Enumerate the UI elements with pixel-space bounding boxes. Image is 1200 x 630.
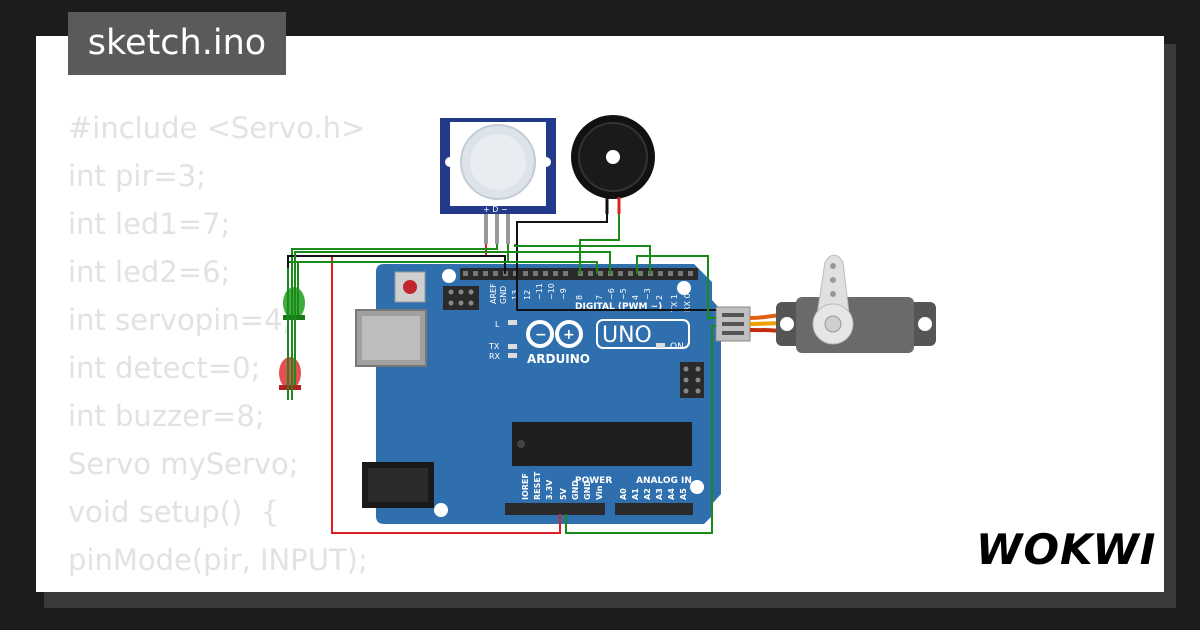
pin-label: 12 [523,290,532,300]
pin-label: A3 [655,488,664,500]
code-line: #include <Servo.h> [68,111,366,145]
pin-label: TX 1 [670,294,679,313]
pin-label: A2 [643,488,652,500]
code-line: int led1=7; [68,207,231,241]
wire-pir-signal [291,244,498,400]
pin-label: 8 [575,295,584,300]
pin-label: ~3 [643,288,652,300]
code-preview: #include <Servo.h> int pir=3; int led1=7… [68,104,424,592]
tx-led-label: TX [488,342,500,351]
svg-text:+: + [563,327,575,343]
wire-servo-power [565,325,716,534]
wire-led1 [297,261,598,315]
code-line: int pir=3; [68,159,206,193]
pir-sensor[interactable]: + D − [440,118,556,244]
on-led-label: ON [670,342,684,352]
pin-label: A4 [667,488,676,500]
code-line: void setup() { [68,495,280,529]
pin-label: GND [499,286,508,304]
rx-led-label: RX [489,352,501,361]
pin-label: A5 [679,488,688,500]
board-maker: ARDUINO [527,352,590,366]
svg-text:−: − [535,327,547,343]
power-label: POWER [575,476,612,486]
code-line: int buzzer=8; [68,399,265,433]
code-line: int detect=0; [68,351,261,385]
wokwi-logo: WOKWI [976,525,1157,574]
l-led-label: L [495,320,500,329]
pin-label: ~6 [607,288,616,300]
arduino-uno-board[interactable]: − + UNO ARDUINO DIGITAL (PWM ~) POWER AN… [355,264,721,524]
pin-label: 3.3V [545,479,554,500]
pir-pin-labels: + D − [483,205,508,214]
pin-label: RESET [533,471,542,500]
wire-buzzer-gnd [516,214,716,311]
pin-label: Vin [595,485,604,500]
pin-label: A0 [619,488,628,500]
wire-5v [331,244,561,534]
analog-label: ANALOG IN [636,476,692,486]
pin-label: 13 [511,290,520,300]
red-led[interactable] [279,357,301,390]
pin-label: RX 0 [683,293,692,312]
pin-label: ~9 [559,288,568,300]
pin-label: GND [583,480,592,500]
sketch-title-tag: sketch.ino [68,12,286,75]
wire-buzzer [579,214,620,274]
pin-label: ~10 [547,283,556,300]
pin-label: 2 [655,295,664,300]
pin-label: ~5 [619,288,628,300]
wire-pir-data [514,244,651,274]
pin-label: 7 [595,295,604,300]
pin-label: 4 [631,295,640,300]
wire-led2 [294,251,611,385]
code-line: pinMode(led1, OUTPUT); [68,584,424,592]
wire-led-gnd [287,255,506,274]
wire-servo-signal [636,255,716,319]
pin-label: GND [571,480,580,500]
buzzer[interactable] [571,115,655,214]
pin-label: IOREF [521,473,530,500]
pin-label: ~11 [535,283,544,300]
pin-label: AREF [489,283,498,304]
digital-label: DIGITAL (PWM ~) [575,302,662,312]
code-line: pinMode(pir, INPUT); [68,543,368,577]
board-name: UNO [602,323,652,348]
code-line: int led2=6; [68,255,231,289]
pin-label: 5V [559,487,568,500]
code-line: Servo myServo; [68,447,299,481]
code-line: int servopin=4; [68,303,293,337]
pin-label: A1 [631,488,640,500]
servo-motor[interactable] [715,254,936,353]
wires [287,214,716,534]
